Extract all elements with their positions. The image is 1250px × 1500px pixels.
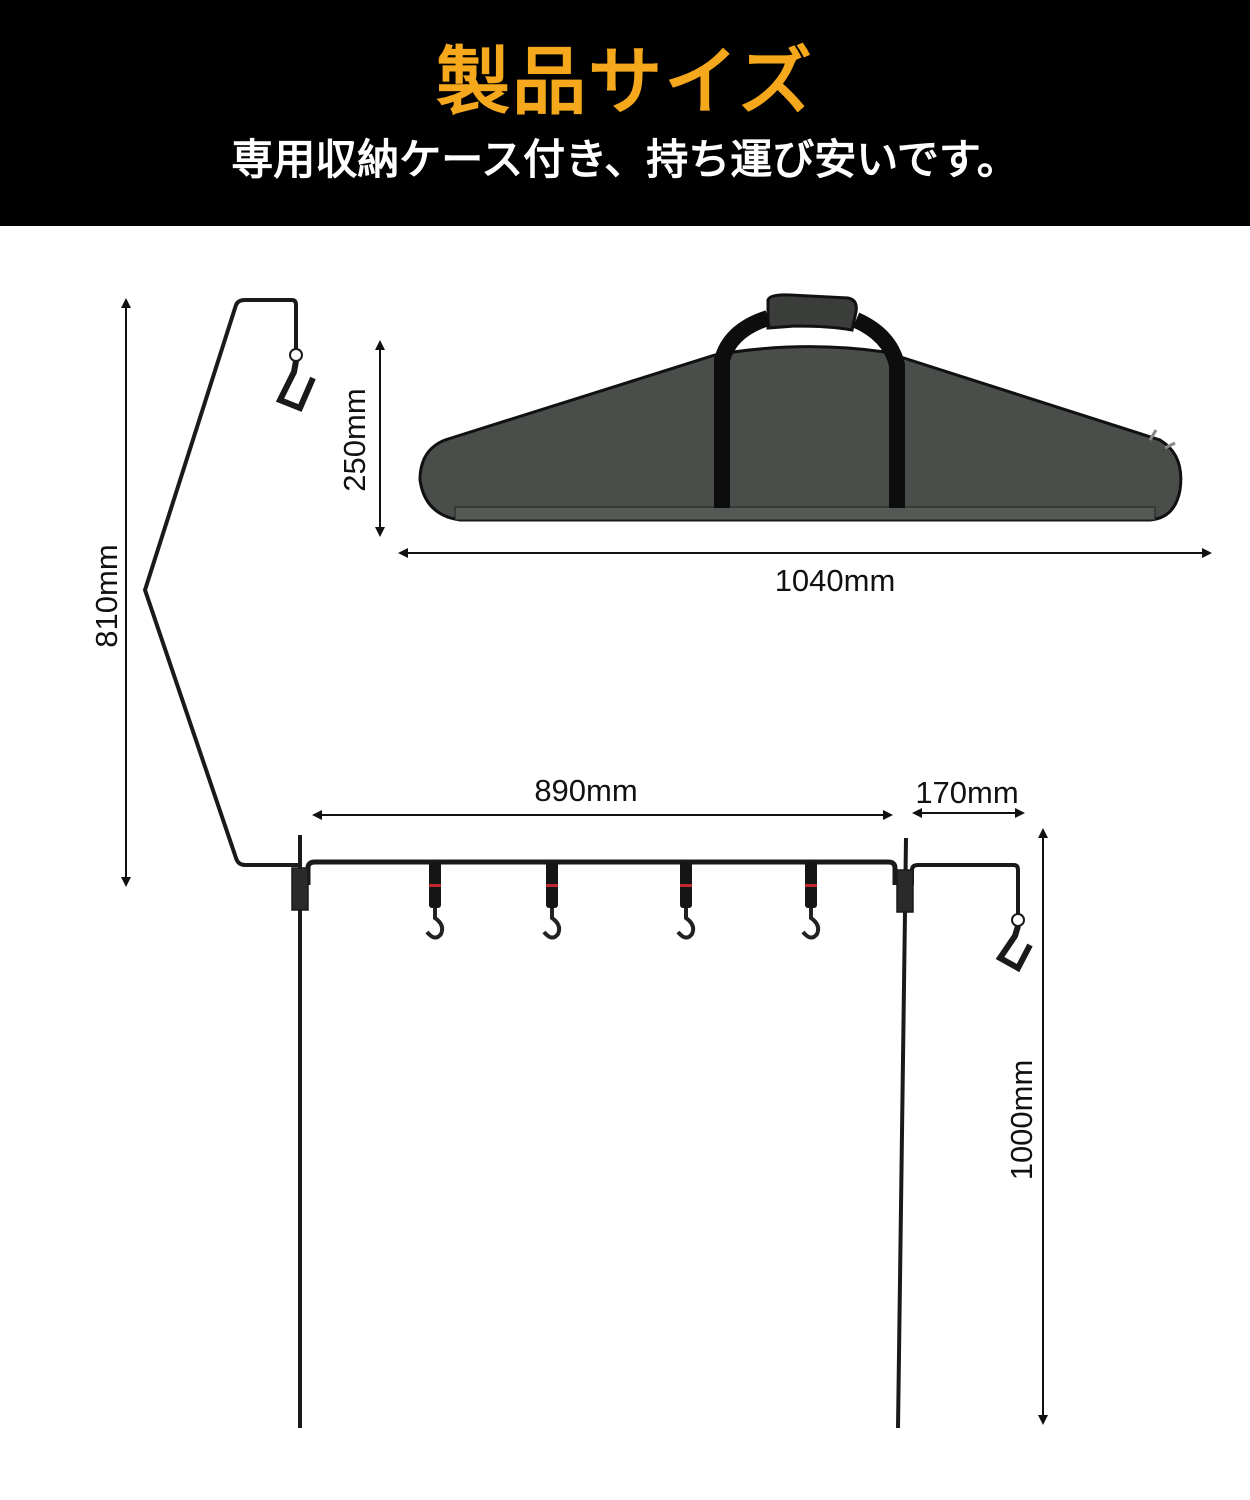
page-subtitle: 専用収納ケース付き、持ち運び安いです。 [231, 135, 1019, 184]
zipper-pull-icon [1148, 429, 1176, 450]
storage-bag [418, 293, 1183, 522]
bag-handle-pad [766, 293, 858, 332]
left-arm [142, 298, 298, 867]
s-hook-icon [542, 862, 562, 940]
right-clamp [896, 869, 914, 913]
s-hook-icon [676, 862, 696, 940]
bag-body [418, 345, 1183, 522]
bag-bottom-strip [454, 506, 1156, 521]
right-ring [1011, 913, 1025, 927]
label-1000mm: 1000mm [1004, 1060, 1039, 1181]
cross-bar [305, 859, 898, 885]
label-250mm: 250mm [337, 388, 372, 491]
s-hook-icon [425, 862, 445, 940]
label-890mm: 890mm [534, 773, 637, 808]
page-title: 製品サイズ [436, 39, 814, 125]
s-hooks [425, 862, 821, 940]
bag-strap-left [714, 310, 771, 508]
left-lantern-hook-icon [275, 360, 316, 412]
label-810mm: 810mm [89, 544, 124, 647]
bag-strap-right [852, 312, 905, 508]
label-170mm: 170mm [915, 775, 1018, 810]
lantern-stand [142, 298, 1033, 1429]
header-banner: 製品サイズ 専用収納ケース付き、持ち運び安いです。 [0, 0, 1250, 226]
label-1040mm: 1040mm [775, 563, 896, 598]
right-lantern-hook-icon [995, 925, 1033, 973]
right-pole [896, 837, 908, 1429]
right-arm [910, 863, 1020, 915]
left-clamp [291, 867, 309, 911]
s-hook-icon [801, 862, 821, 940]
left-ring [289, 348, 303, 362]
